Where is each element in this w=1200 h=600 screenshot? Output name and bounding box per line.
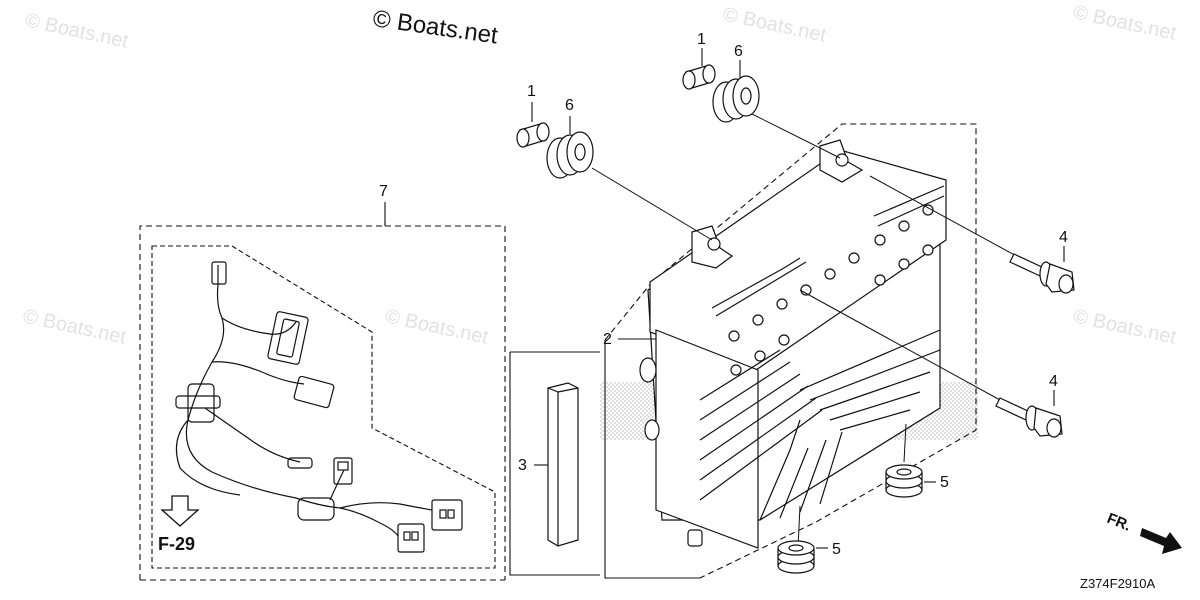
down-arrow-icon — [160, 495, 200, 527]
watermarks: © Boats.net © Boats.net © Boats.net © Bo… — [21, 1, 1179, 348]
harness-kit-group — [139, 202, 506, 581]
harness-subgroup — [151, 245, 496, 569]
spacer-part — [547, 382, 579, 547]
reference-arrow — [160, 495, 200, 527]
callout-6b: 6 — [734, 43, 743, 60]
bolt-upper — [1009, 253, 1075, 294]
bolt-lower — [995, 397, 1063, 438]
callout-5-lower: 5 — [832, 541, 841, 558]
front-arrow-icon — [1140, 528, 1182, 554]
watermark-text: © Boats.net — [721, 3, 829, 46]
kit-boundary — [139, 222, 386, 580]
rubber-mount-lower — [777, 540, 815, 574]
watermark-text: © Boats.net — [1071, 1, 1179, 44]
grommet-b — [712, 75, 760, 123]
callout-3: 3 — [518, 457, 527, 474]
copyright-text: © Boats.net — [371, 5, 500, 49]
direction-label: FR. — [1105, 510, 1134, 535]
callout-6a: 6 — [565, 97, 574, 114]
watermark-text: © Boats.net — [1071, 305, 1179, 348]
watermark-text: © Boats.net — [21, 305, 129, 348]
callout-7: 7 — [379, 183, 388, 200]
bushing-a — [516, 122, 550, 148]
reference-label: F-29 — [158, 534, 195, 554]
rubber-mount-upper — [885, 464, 923, 498]
callout-1a: 1 — [527, 83, 536, 100]
ecu-unit — [639, 139, 947, 549]
bushing-b — [682, 64, 716, 90]
callout-2: 2 — [603, 331, 612, 348]
watermark-text: © Boats.net — [383, 305, 491, 348]
watermark-text: © Boats.net — [23, 9, 131, 52]
callout-4-lower: 4 — [1049, 373, 1058, 390]
wiring-harness — [175, 261, 463, 553]
callout-4-upper: 4 — [1059, 229, 1068, 246]
callout-1b: 1 — [697, 31, 706, 48]
callout-5-upper: 5 — [940, 474, 949, 491]
grommet-a — [546, 131, 594, 179]
diagram-code: Z374F2910A — [1080, 576, 1155, 591]
